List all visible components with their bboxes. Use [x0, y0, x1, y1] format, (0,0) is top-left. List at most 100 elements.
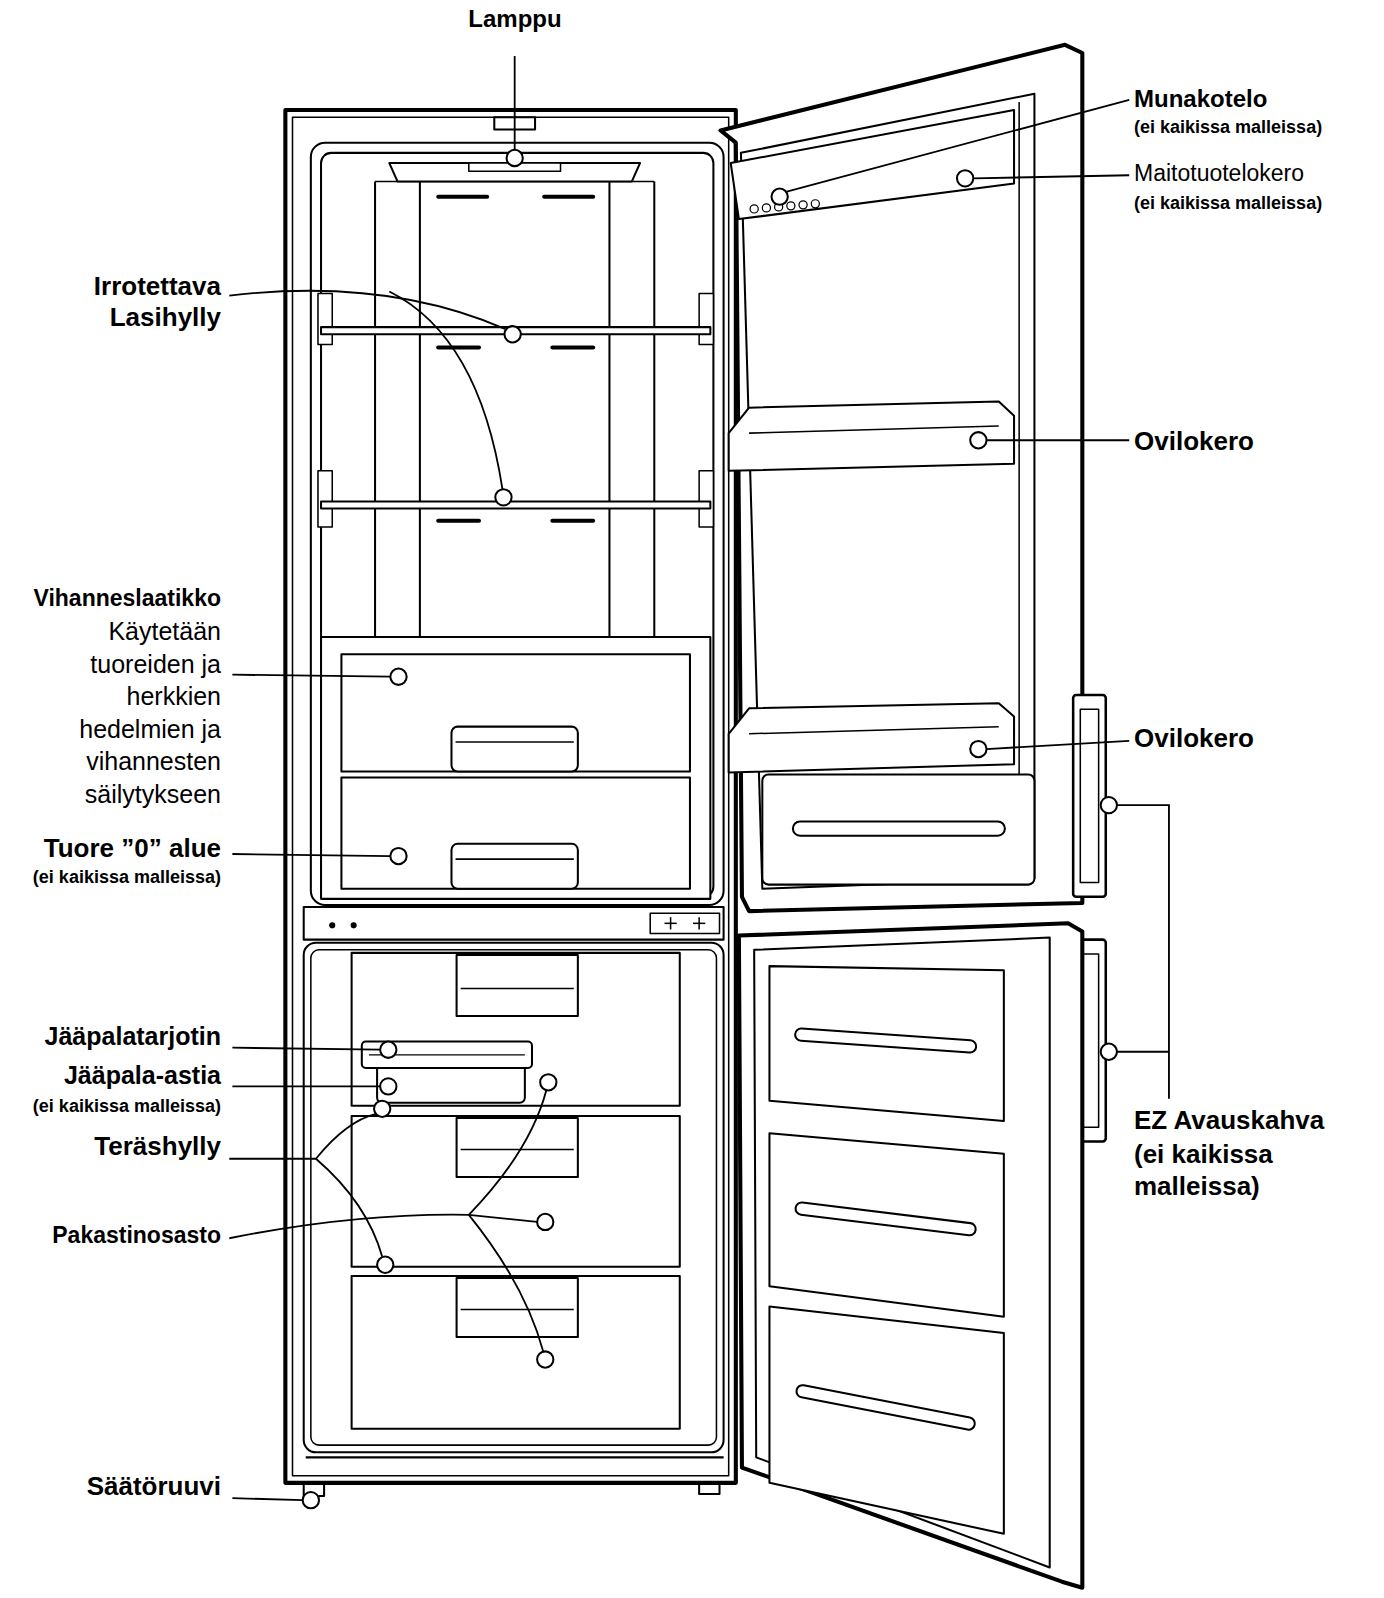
freezer-door	[769, 966, 1003, 1121]
fridge-door	[1080, 709, 1098, 882]
fridge-body	[699, 471, 713, 527]
leader-lines	[987, 439, 1130, 441]
callout-dot	[957, 170, 973, 186]
callout-dot	[540, 1074, 556, 1090]
fridge-body	[318, 294, 713, 527]
fridge-door	[749, 727, 999, 734]
fridge-body	[318, 471, 332, 527]
leader-lines	[389, 291, 502, 489]
fridge-body	[419, 181, 421, 637]
part-label: (ei kaikissa malleissa)	[1134, 1138, 1368, 1202]
part-label: Pakastinosasto	[52, 1221, 221, 1249]
part-label: Ovilokero	[1134, 723, 1254, 754]
fridge-body	[456, 858, 574, 860]
fridge-body	[457, 955, 578, 1016]
fridge-body	[438, 519, 479, 523]
leader-lines	[232, 1498, 302, 1500]
fridge-door	[793, 821, 1005, 835]
freezer-door	[795, 1028, 977, 1053]
fridge-body	[311, 950, 717, 1445]
part-label: Säätöruuvi	[87, 1471, 221, 1502]
callout-dot	[537, 1214, 553, 1230]
callout-dot	[390, 848, 406, 864]
callout-dot	[380, 1078, 396, 1094]
callout-dot	[970, 741, 986, 757]
leader-lines	[1117, 805, 1169, 1099]
fridge-body	[341, 778, 690, 889]
leader-lines	[514, 56, 516, 150]
leader-lines	[1117, 1051, 1169, 1053]
callout-dot	[537, 1351, 553, 1367]
fridge-body	[311, 143, 724, 905]
fridge-body	[456, 741, 574, 743]
fridge-door	[799, 201, 807, 209]
part-label: (ei kaikissa malleissa)	[1134, 192, 1322, 214]
part-label: (ei kaikissa malleissa)	[1134, 116, 1322, 138]
leader-lines	[232, 1048, 380, 1050]
fridge-body	[552, 519, 593, 523]
freezer-door	[769, 1307, 1003, 1534]
freezer-door	[795, 1202, 977, 1236]
callout-dot	[504, 326, 520, 342]
leader-lines	[229, 1114, 376, 1159]
part-label: Jääpalatarjotin	[45, 1021, 221, 1051]
fridge-body	[374, 181, 376, 637]
fridge-body	[650, 913, 719, 933]
fridge-body	[544, 195, 593, 199]
leader-lines	[469, 1215, 543, 1352]
callout-dot	[303, 1492, 319, 1508]
freezer-door	[739, 923, 1082, 1587]
fridge-body	[699, 1484, 719, 1494]
fridge-door	[729, 703, 1014, 772]
fridge-door	[762, 775, 1034, 885]
callout-dot	[377, 1257, 393, 1273]
fridge-body	[321, 501, 710, 508]
fridge-door	[787, 202, 795, 210]
fridge-body	[321, 153, 713, 897]
leader-lines	[469, 1090, 546, 1214]
part-label: Munakotelo	[1134, 84, 1267, 113]
fridge-door	[749, 426, 999, 433]
fridge-door	[731, 110, 1014, 219]
fridge-body	[699, 294, 713, 345]
fridge-body	[352, 1116, 680, 1267]
fridge-door	[762, 204, 770, 212]
fridge-body	[341, 654, 690, 771]
part-label: Irrotettava Lasihylly	[43, 271, 221, 333]
fridge-body	[304, 943, 724, 1453]
fridge-body	[461, 1149, 574, 1151]
fridge-body	[330, 923, 335, 928]
fridge-body	[608, 181, 610, 637]
callout-dot	[380, 1042, 396, 1058]
callout-dot	[495, 489, 511, 505]
leader-lines	[316, 1159, 382, 1257]
fridge-body	[285, 110, 735, 1496]
fridge-door	[729, 402, 1014, 471]
freezer-door	[795, 1384, 975, 1431]
callout-dot	[1101, 797, 1117, 813]
fridge-door	[1073, 695, 1106, 897]
fridge-body	[552, 345, 593, 349]
fridge-body	[664, 917, 705, 929]
fridge-body	[461, 988, 574, 990]
callout-dot	[1101, 1044, 1117, 1060]
part-label: Maitotuotelokero	[1134, 159, 1304, 187]
part-label: Ovilokero	[1134, 426, 1254, 457]
freezer-door	[739, 923, 1082, 1587]
leader-lines	[232, 675, 390, 677]
part-label: Vihanneslaatikko	[34, 584, 222, 612]
callout-dot	[374, 1101, 390, 1117]
fridge-door	[721, 45, 1083, 911]
fridge-body	[306, 1456, 724, 1458]
freezer-door	[754, 938, 1050, 1568]
fridge-body	[438, 195, 487, 199]
fridge-body	[461, 1309, 574, 1311]
callout-dot	[390, 669, 406, 685]
part-label: Lamppu	[468, 4, 561, 33]
leader-lines	[232, 1085, 380, 1087]
leader-lines	[232, 854, 390, 856]
callout-dot	[970, 432, 986, 448]
fridge-body	[457, 1118, 578, 1177]
fridge-body	[318, 294, 332, 345]
